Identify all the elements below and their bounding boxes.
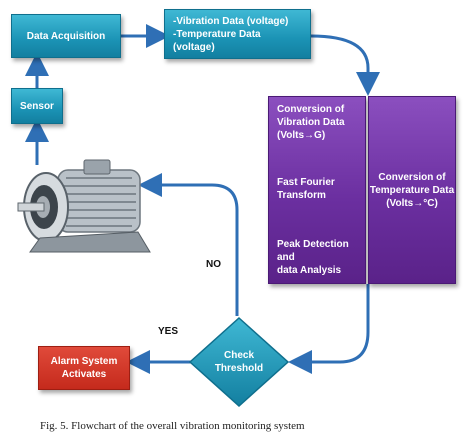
- vib-conversion-line-3: (Volts→G): [277, 130, 326, 141]
- vib-conversion-line-1: Conversion of: [277, 104, 345, 115]
- fft-line-1: Fast Fourier: [277, 177, 335, 188]
- vib-conversion-line-2: Vibration Data: [277, 117, 345, 128]
- signal-data-box: -Vibration Data (voltage) -Temperature D…: [164, 9, 311, 59]
- temp-conversion-line-2: Temperature Data: [369, 184, 455, 196]
- vibration-data-label: -Vibration Data (voltage): [173, 15, 289, 27]
- peak-line-2: data Analysis: [277, 265, 342, 276]
- sensor-label: Sensor: [20, 100, 54, 112]
- threshold-line: Threshold: [214, 363, 264, 374]
- arrow-processing-to-threshold: [288, 284, 370, 374]
- temp-conversion-line-3: (Volts→°C): [386, 197, 438, 209]
- alarm-line-2: Activates: [61, 369, 107, 380]
- fft-line-2: Transform: [277, 190, 326, 201]
- check-threshold-label: Check Threshold: [205, 342, 273, 382]
- data-acquisition-label: Data Acquisition: [26, 30, 106, 42]
- check-threshold-diamond: [188, 316, 290, 408]
- data-acquisition-box: Data Acquisition: [11, 14, 121, 58]
- sensor-box: Sensor: [11, 88, 63, 124]
- no-label: NO: [206, 259, 221, 270]
- vibration-processing-box: Conversion of Vibration Data (Volts→G) F…: [268, 96, 366, 284]
- alarm-box: Alarm System Activates: [38, 346, 130, 390]
- arrow-no-to-motor: [138, 173, 239, 316]
- temp-conversion-line-1: Conversion of: [378, 171, 446, 183]
- temperature-data-label: -Temperature Data (voltage): [173, 28, 261, 53]
- alarm-line-1: Alarm System: [50, 356, 118, 367]
- temperature-conversion-box: Conversion of Temperature Data (Volts→°C…: [368, 96, 456, 284]
- yes-label: YES: [158, 326, 179, 337]
- peak-line-1: Peak Detection and: [277, 239, 349, 263]
- figure-caption: Fig. 5. Flowchart of the overall vibrati…: [40, 420, 305, 432]
- arrow-signals-to-processing: [310, 34, 380, 96]
- motor-illustration: [17, 159, 151, 253]
- check-line: Check: [223, 350, 254, 361]
